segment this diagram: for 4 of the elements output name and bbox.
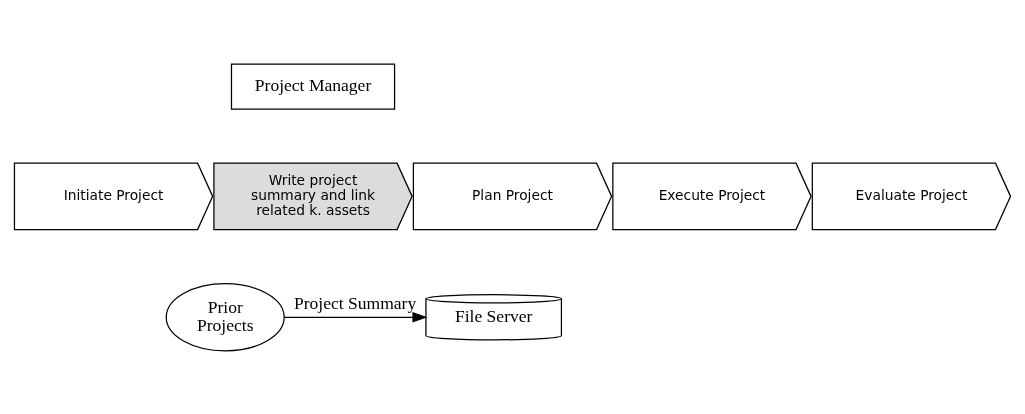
node-box: Project Manager bbox=[230, 62, 396, 110]
node-ellipse: Prior Projects bbox=[165, 282, 285, 351]
arrow bbox=[283, 311, 428, 323]
edge-label: Project Summary bbox=[293, 292, 417, 313]
